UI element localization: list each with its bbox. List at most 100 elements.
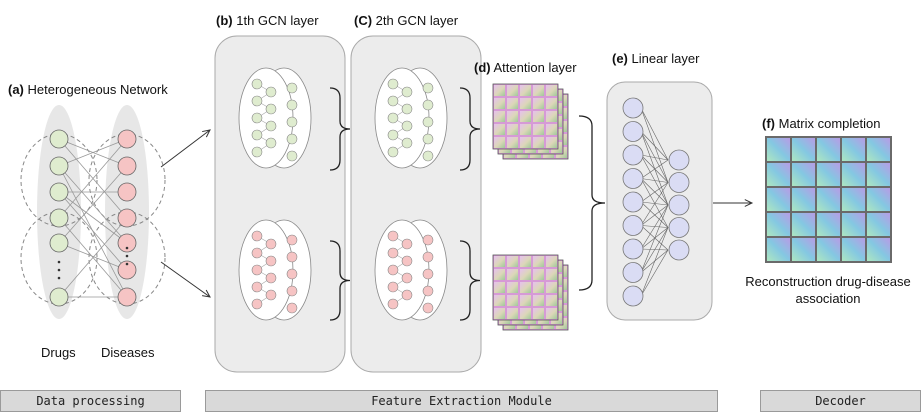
- gcn-node: [251, 230, 263, 242]
- gcn-node: [286, 268, 298, 280]
- attention-layer: [492, 83, 606, 331]
- attention-cell: [546, 111, 557, 122]
- arrow-head: [202, 289, 211, 298]
- label-matrix-completion: (f) Matrix completion: [762, 116, 881, 131]
- linear-input-node: [622, 285, 644, 307]
- matrix-cell: [792, 163, 815, 186]
- linear-edge: [640, 178, 669, 206]
- module-decoder: Decoder: [760, 390, 921, 412]
- graph-sheet-front: [238, 67, 294, 169]
- brace: [459, 87, 481, 171]
- attention-cell: [533, 124, 544, 135]
- linear-input-node: [622, 121, 644, 142]
- arrow-line: [160, 261, 211, 298]
- attention-cell: [507, 295, 518, 306]
- attention-cell: [520, 282, 531, 293]
- attention-cell: [546, 98, 557, 109]
- attention-cell: [494, 137, 505, 148]
- matrix-cell: [867, 213, 890, 236]
- label-2th-gcn-layer: (C) 2th GCN layer: [354, 13, 459, 28]
- matrix-cell: [842, 138, 865, 161]
- linear-edge: [640, 182, 669, 203]
- graph-sheet-front: [238, 219, 294, 321]
- drug-node: [49, 233, 69, 253]
- matrix-cell: [867, 188, 890, 211]
- matrix-cell: [867, 163, 890, 186]
- linear-edge: [640, 159, 669, 179]
- ellipsis-dot: [125, 262, 129, 266]
- ellipsis-dot: [57, 276, 61, 280]
- caption-reconstruction: Reconstruction drug-disease association: [735, 273, 921, 307]
- gcn-node: [251, 78, 263, 90]
- attention-cell: [546, 282, 557, 293]
- linear-output-node: [668, 217, 690, 238]
- gcn-panels: [214, 35, 482, 373]
- label-1th-gcn-layer: (b) 1th GCN layer: [216, 13, 319, 28]
- linear-edge: [640, 107, 669, 161]
- gcn-node: [286, 234, 298, 246]
- attention-cell: [507, 256, 518, 267]
- linear-output-node: [668, 172, 690, 193]
- drug-node: [49, 208, 69, 228]
- gcn-node: [422, 116, 434, 128]
- gcn-node: [422, 234, 434, 246]
- attention-cell: [533, 137, 544, 148]
- linear-edge: [640, 249, 669, 297]
- linear-input-node: [622, 97, 644, 119]
- linear-edge: [640, 154, 669, 183]
- gcn-node: [251, 129, 263, 141]
- matrix-completion: [765, 136, 892, 263]
- label-diseases: Diseases: [101, 345, 155, 360]
- linear-edge: [640, 204, 669, 226]
- attention-cell: [533, 308, 544, 319]
- gcn-node: [286, 116, 298, 128]
- attention-cell: [494, 85, 505, 96]
- gcn-node: [286, 82, 298, 94]
- matrix-cell: [842, 213, 865, 236]
- association-edge: [58, 138, 128, 167]
- linear-edge: [640, 107, 669, 183]
- brace: [459, 240, 481, 321]
- arrow-head: [744, 199, 754, 207]
- gcn-node: [422, 99, 434, 111]
- ellipsis-dot: [57, 260, 61, 264]
- ellipsis-dot: [125, 254, 129, 258]
- gcn-node: [422, 251, 434, 263]
- flow-arrows: [160, 129, 754, 298]
- attention-cell: [533, 98, 544, 109]
- arrow-line: [160, 129, 211, 168]
- gcn-node: [387, 247, 399, 259]
- brace: [578, 115, 606, 291]
- attention-cell: [494, 282, 505, 293]
- matrix-cell: [817, 213, 840, 236]
- linear-input-node: [622, 168, 644, 189]
- attention-cell: [533, 295, 544, 306]
- gcn-node: [401, 255, 413, 267]
- disease-node: [117, 287, 137, 307]
- matrix-cell: [767, 238, 790, 261]
- disease-node: [117, 156, 137, 176]
- gcn-node: [286, 133, 298, 145]
- linear-edge: [640, 131, 669, 206]
- caption-line-1: Reconstruction drug-disease: [745, 274, 911, 289]
- linear-edge: [640, 154, 669, 206]
- gcn-node: [286, 302, 298, 314]
- linear-edge: [640, 227, 669, 297]
- label-heterogeneous-network: (a) Heterogeneous Network: [8, 82, 168, 97]
- gcn-node: [286, 99, 298, 111]
- linear-edge: [640, 131, 669, 183]
- matrix-cell: [817, 188, 840, 211]
- linear-edge: [640, 154, 669, 161]
- graph-sheet-front: [374, 219, 430, 321]
- gcn-node: [251, 281, 263, 293]
- drug-node: [49, 129, 69, 149]
- linear-edge: [640, 182, 669, 226]
- gcn-node: [265, 255, 277, 267]
- matrix-cell: [867, 238, 890, 261]
- ellipsis-dot: [125, 246, 129, 250]
- linear-input-node: [622, 262, 644, 283]
- gcn-node: [251, 112, 263, 124]
- attention-cell: [494, 124, 505, 135]
- attention-cell: [520, 308, 531, 319]
